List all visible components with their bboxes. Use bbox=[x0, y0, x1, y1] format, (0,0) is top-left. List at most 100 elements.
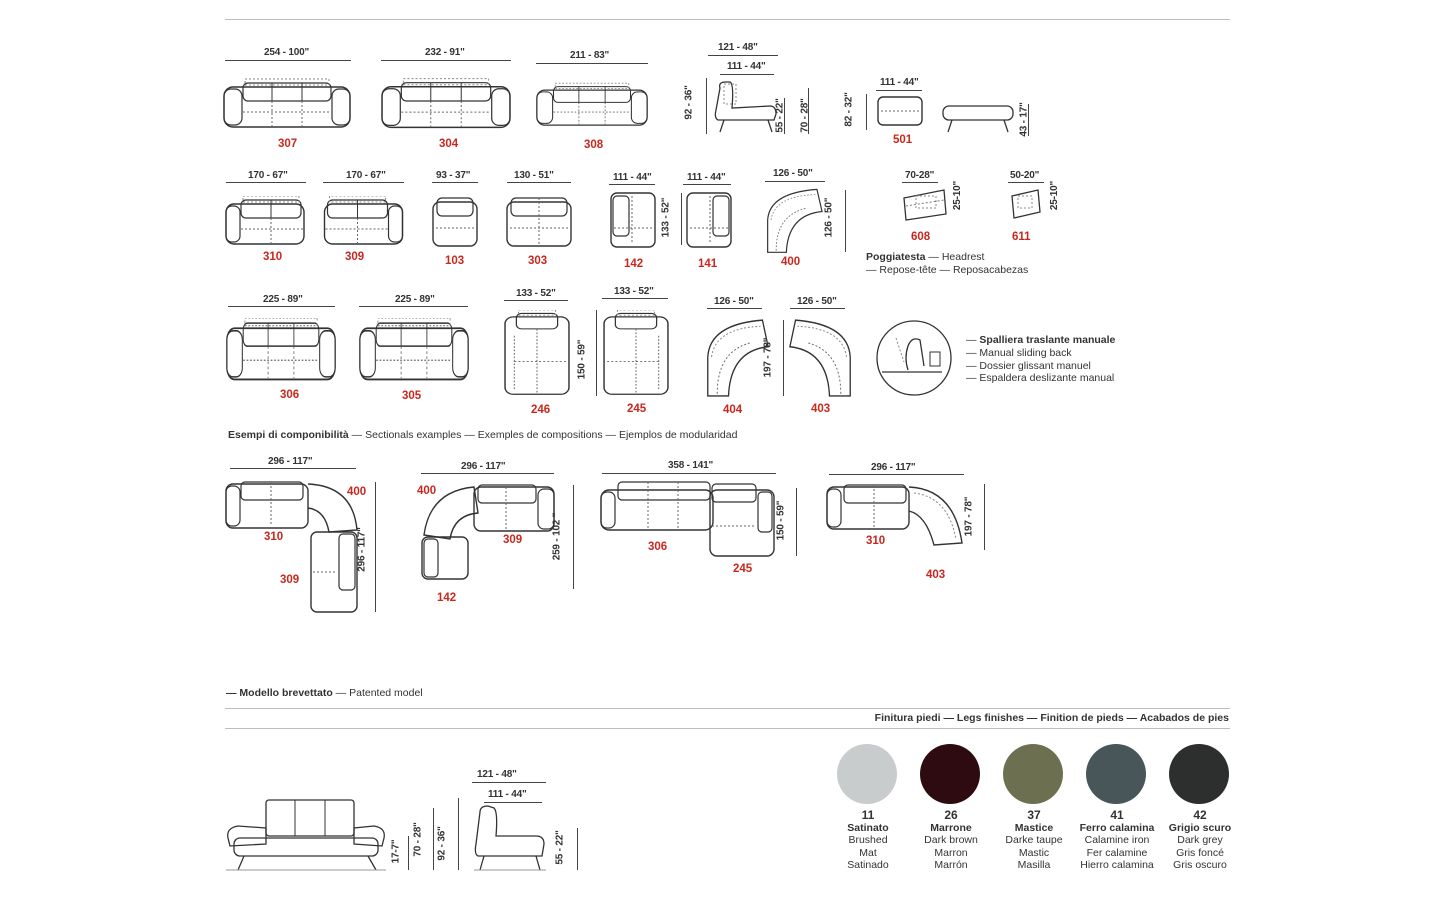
module-code: 307 bbox=[278, 138, 298, 150]
side-height-2: 55 - 22" bbox=[774, 98, 786, 133]
pouf-height-2: 43 - 17" bbox=[1018, 102, 1030, 137]
front-height-1: 17-7" bbox=[390, 839, 402, 864]
module-code: 246 bbox=[531, 404, 551, 416]
corner-depth: 197 - 78" bbox=[762, 337, 774, 378]
pouf-side-view bbox=[942, 105, 1014, 133]
pouf-height: 82 - 32" bbox=[843, 92, 855, 127]
sectional-width: 296 - 117" bbox=[871, 462, 916, 473]
dimension-label: 170 - 67" bbox=[248, 170, 288, 181]
dimension-label: 111 - 44" bbox=[613, 172, 652, 183]
sectional-depth: 197 - 78" bbox=[963, 496, 975, 537]
headrest-height: 25-10" bbox=[952, 180, 964, 211]
dimension-label: 225 - 89" bbox=[395, 294, 435, 305]
depth-label: 133 - 52" bbox=[660, 197, 672, 238]
dimension-label: 126 - 50" bbox=[714, 296, 754, 307]
finish-swatch-41[interactable] bbox=[1086, 744, 1146, 804]
corner-141-plan bbox=[686, 192, 732, 248]
legs-finishes-title: Finitura piedi — Legs finishes — Finitio… bbox=[874, 712, 1229, 724]
sofa-side-view-2 bbox=[474, 805, 546, 871]
sliding-back-en: Manual sliding back bbox=[979, 347, 1072, 359]
module-code: 245 bbox=[733, 563, 753, 575]
sofa-308-plan bbox=[536, 80, 648, 130]
module-code: 310 bbox=[263, 251, 283, 263]
module-code: 103 bbox=[445, 255, 465, 267]
pouf-width: 111 - 44" bbox=[880, 77, 919, 88]
sofa-303-plan bbox=[506, 197, 572, 247]
depth-label: 150 - 59" bbox=[576, 339, 588, 380]
headrest-608-drawing bbox=[903, 189, 947, 221]
headrest-width: 50-20" bbox=[1010, 170, 1040, 181]
sliding-back-detail bbox=[876, 320, 952, 396]
dimension-label: 225 - 89" bbox=[263, 294, 303, 305]
front-height-3: 92 - 36" bbox=[436, 826, 448, 861]
patent-caption: — Modello brevettato — Patented model bbox=[226, 687, 423, 699]
top-divider bbox=[225, 19, 1230, 20]
module-code: 501 bbox=[893, 134, 913, 146]
side-width-inner: 111 - 44" bbox=[727, 61, 766, 72]
dimension-label: 133 - 52" bbox=[516, 288, 556, 299]
corner-400-plan bbox=[762, 186, 826, 254]
sectional-width: 296 - 117" bbox=[268, 456, 313, 467]
sectionals-caption: Esempi di componibilità — Sectionals exa… bbox=[228, 429, 738, 441]
module-code: 142 bbox=[624, 258, 644, 270]
corner-142-plan bbox=[610, 192, 656, 248]
sofa-305-plan bbox=[359, 318, 469, 382]
sectional-3-plan bbox=[600, 481, 775, 557]
dimension-label: 254 - 100" bbox=[264, 47, 309, 58]
side-height-1: 92 - 36" bbox=[683, 85, 695, 120]
sectional-depth: 296 - 117" bbox=[356, 527, 368, 572]
module-code: 306 bbox=[280, 389, 300, 401]
module-code: 309 bbox=[503, 534, 523, 546]
module-code: 310 bbox=[264, 531, 284, 543]
module-code: 309 bbox=[280, 574, 300, 586]
module-code: 245 bbox=[627, 403, 647, 415]
sectional-2-plan bbox=[421, 484, 555, 580]
chaise-245-plan bbox=[603, 310, 669, 396]
dimension-label: 126 - 50" bbox=[773, 168, 813, 179]
front-height-2: 70 - 28" bbox=[412, 822, 424, 857]
sectional-4-plan bbox=[826, 484, 963, 546]
module-code: 608 bbox=[911, 231, 931, 243]
module-code: 403 bbox=[811, 403, 831, 415]
finish-swatch-11[interactable] bbox=[837, 744, 897, 804]
module-code: 141 bbox=[698, 258, 718, 270]
sliding-back-it: Spalliera traslante manuale bbox=[979, 334, 1116, 346]
dimension-label: 93 - 37" bbox=[436, 170, 471, 181]
dimension-label: 133 - 52" bbox=[614, 286, 654, 297]
corner-404-plan bbox=[704, 316, 770, 398]
finish-swatch-37[interactable] bbox=[1003, 744, 1063, 804]
sofa-310-plan bbox=[225, 196, 305, 246]
sofa-307-plan bbox=[223, 78, 351, 130]
sectional-depth: 259 - 102 " bbox=[551, 512, 563, 561]
sectional-width: 358 - 141" bbox=[668, 460, 713, 471]
chaise-246-plan bbox=[504, 310, 570, 396]
module-code: 303 bbox=[528, 255, 548, 267]
module-code: 304 bbox=[439, 138, 459, 150]
module-code: 400 bbox=[781, 256, 801, 268]
sofa-306-plan bbox=[226, 318, 336, 382]
corner-depth: 126 - 50" bbox=[823, 197, 835, 238]
dimension-label: 126 - 50" bbox=[797, 296, 837, 307]
chair-103-plan bbox=[432, 197, 478, 247]
module-code: 403 bbox=[926, 569, 946, 581]
module-code: 400 bbox=[347, 486, 367, 498]
side2-width-outer: 121 - 48" bbox=[477, 769, 517, 780]
module-code: 142 bbox=[437, 592, 457, 604]
side2-height: 55 - 22" bbox=[554, 830, 566, 865]
headrest-caption-line1: Poggiatesta — Headrest bbox=[866, 251, 985, 263]
finish-swatch-42[interactable] bbox=[1169, 744, 1229, 804]
headrest-width: 70-28" bbox=[905, 170, 935, 181]
finish-swatch-26[interactable] bbox=[920, 744, 980, 804]
side-width-outer: 121 - 48" bbox=[718, 42, 758, 53]
sofa-309-plan bbox=[323, 196, 404, 246]
sectional-depth: 150 - 59" bbox=[775, 500, 787, 541]
headrest-611-drawing bbox=[1011, 189, 1041, 219]
dimension-label: 170 - 67" bbox=[346, 170, 386, 181]
dimension-label: 232 - 91" bbox=[425, 47, 465, 58]
sofa-side-view bbox=[714, 81, 777, 133]
sectional-width: 296 - 117" bbox=[461, 461, 506, 472]
